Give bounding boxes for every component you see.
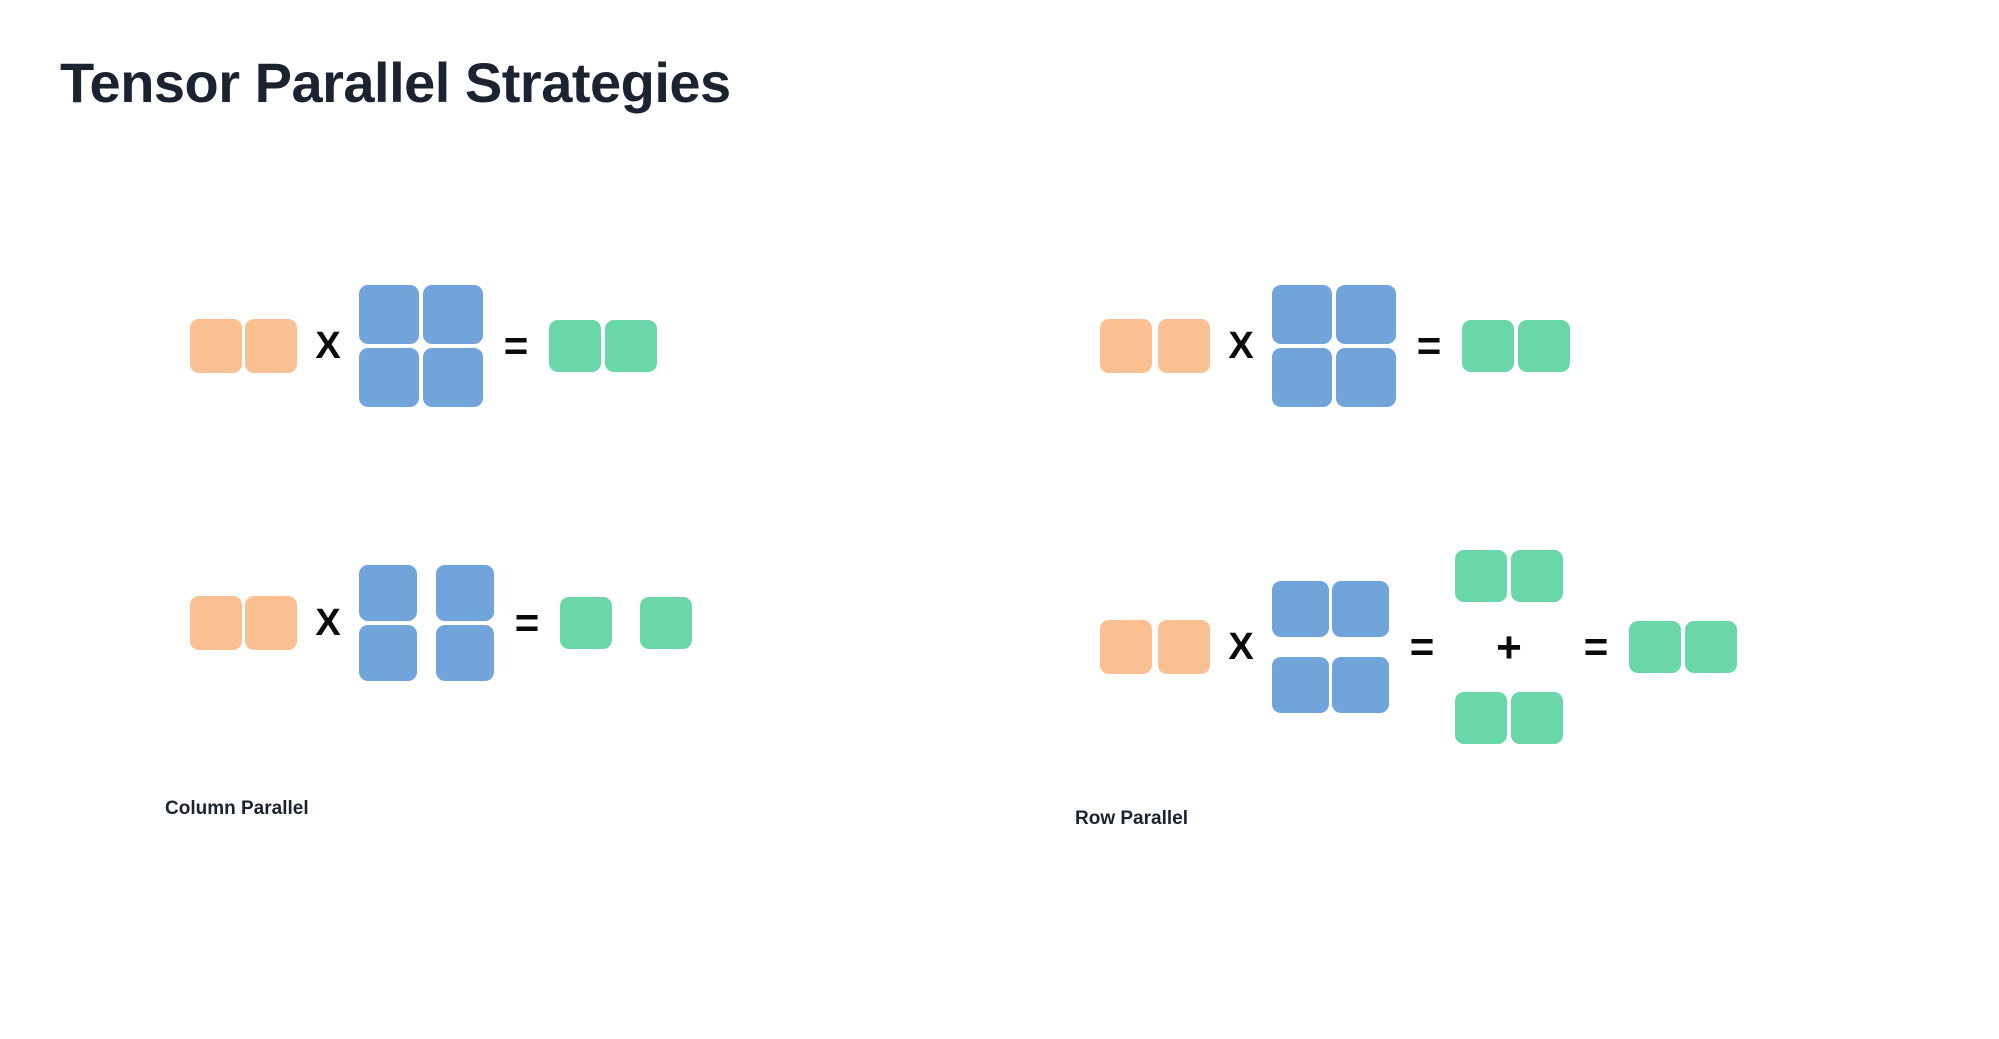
weight-cell [359, 348, 419, 407]
weight-matrix-blue [1272, 285, 1396, 407]
input-cell [190, 319, 242, 373]
input-cell [245, 596, 297, 650]
weight-cell [1272, 657, 1329, 713]
equals-operator: = [1409, 623, 1435, 670]
input-cell [190, 596, 242, 650]
input-cell [1158, 620, 1210, 674]
input-cell [1158, 319, 1210, 373]
output-vector-green [549, 320, 657, 372]
weight-cell [1332, 657, 1389, 713]
output-vector-green [1462, 320, 1570, 372]
output-vector-green-column-sharded [560, 597, 692, 649]
output-cell [1629, 621, 1681, 673]
row-parallel-sharded-equation: X = + = [1100, 550, 1737, 744]
row-parallel-unsharded-equation: X = [1100, 285, 1570, 407]
multiply-operator: X [315, 602, 341, 644]
output-cell [1518, 320, 1570, 372]
input-vector-orange [190, 596, 297, 650]
weight-cell [1272, 581, 1329, 637]
partial-sum-cell [1511, 692, 1563, 744]
weight-shard-row [1272, 581, 1389, 637]
partial-sum-vector-green [1455, 550, 1563, 602]
input-cell [1100, 319, 1152, 373]
input-vector-orange [190, 319, 297, 373]
input-cell [245, 319, 297, 373]
multiply-operator: X [1228, 626, 1254, 668]
column-parallel-unsharded-equation: X = [190, 285, 657, 407]
equals-operator: = [1583, 623, 1609, 670]
output-cell [605, 320, 657, 372]
weight-cell [436, 565, 494, 621]
weight-matrix-blue-column-sharded [359, 565, 494, 681]
partial-sum-cell [1511, 550, 1563, 602]
weight-cell [423, 348, 483, 407]
multiply-operator: X [315, 325, 341, 367]
row-parallel-caption: Row Parallel [1075, 808, 1188, 829]
panel-column-parallel: X = X = [0, 150, 1000, 930]
weight-shard-column [359, 565, 417, 681]
weight-cell [359, 565, 417, 621]
page-title: Tensor Parallel Strategies [60, 51, 731, 114]
weight-cell [423, 285, 483, 344]
equals-operator: = [1416, 322, 1442, 369]
weight-cell [1336, 285, 1396, 344]
equals-operator: = [503, 322, 529, 369]
output-vector-green-reduced [1629, 621, 1737, 673]
output-shard-cell [560, 597, 612, 649]
weight-cell [359, 285, 419, 344]
output-cell [1462, 320, 1514, 372]
output-cell [1685, 621, 1737, 673]
input-cell [1100, 620, 1152, 674]
multiply-operator: X [1228, 325, 1254, 367]
output-cell [549, 320, 601, 372]
column-parallel-caption: Column Parallel [165, 798, 309, 819]
partial-sum-cell [1455, 550, 1507, 602]
plus-operator: + [1496, 623, 1522, 672]
weight-matrix-blue [359, 285, 483, 407]
output-shard-cell [640, 597, 692, 649]
weight-cell [436, 625, 494, 681]
weight-shard-row [1272, 657, 1389, 713]
weight-matrix-blue-row-sharded [1272, 581, 1389, 713]
weight-shard-column [436, 565, 494, 681]
equals-operator: = [514, 599, 540, 646]
column-parallel-sharded-equation: X = [190, 565, 692, 681]
weight-cell [1336, 348, 1396, 407]
partial-sum-vector-green [1455, 692, 1563, 744]
input-vector-orange [1100, 319, 1210, 373]
panel-row-parallel: X = X = [1000, 150, 1999, 930]
weight-cell [1272, 348, 1332, 407]
weight-cell [359, 625, 417, 681]
weight-cell [1272, 285, 1332, 344]
input-vector-orange [1100, 620, 1210, 674]
partial-sum-cell [1455, 692, 1507, 744]
weight-cell [1332, 581, 1389, 637]
partial-sums-group: + [1455, 550, 1563, 744]
